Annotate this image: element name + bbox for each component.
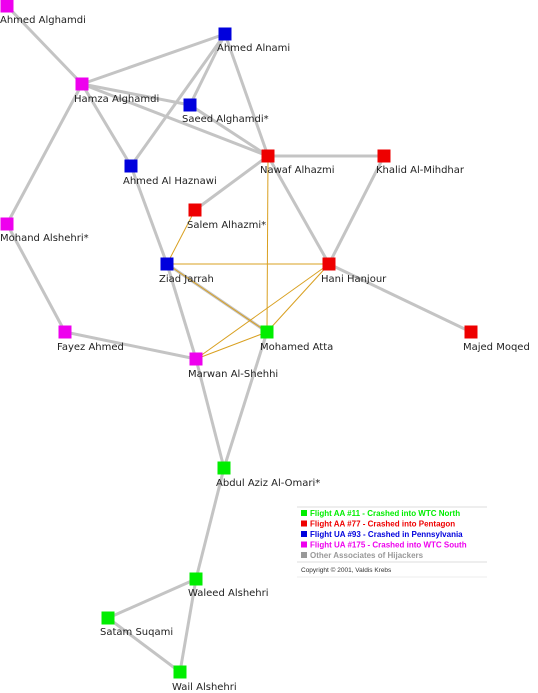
node-hamza_alghamdi[interactable] [75,77,89,91]
node-salem_alhazmi[interactable] [188,203,202,217]
legend-label-aa11: Flight AA #11 - Crashed into WTC North [310,509,460,518]
node-label-abdul_aziz_alomari: Abdul Aziz Al-Omari* [216,478,320,489]
link-ahmed_alhaznawi-ziad_jarrah [129,165,169,265]
node-label-marwan_alshehhi: Marwan Al-Shehhi [188,369,278,380]
link-marwan_alshehhi-abdul_aziz_alomari [194,358,226,469]
legend-swatch-associate [301,552,307,558]
node-ahmed_alnami[interactable] [218,27,232,41]
legend-swatch-aa11 [301,510,307,516]
node-nawaf_alhazmi[interactable] [261,149,275,163]
nodes-layer [0,0,478,679]
node-fayez_ahmed[interactable] [58,325,72,339]
link-abdul_aziz_alomari-waleed_alshehri [194,467,226,580]
node-label-wail_alshehri: Wail Alshehri [172,682,237,693]
node-label-mohand_alshehri: Mohand Alshehri* [0,233,89,244]
strong-link-nawaf_alhazmi-mohamed_atta [266,155,269,333]
node-label-ziad_jarrah: Ziad Jarrah [159,274,214,285]
node-label-ahmed_alhaznawi: Ahmed Al Haznawi [123,176,217,187]
node-ahmed_alhaznawi[interactable] [124,159,138,173]
node-majed_moqed[interactable] [464,325,478,339]
node-label-hani_hanjour: Hani Hanjour [321,274,387,285]
edges-layer [5,4,472,674]
link-waleed_alshehri-satam_suqami [107,577,197,620]
legend-label-associate: Other Associates of Hijackers [310,551,424,560]
legend-swatch-aa77 [301,520,307,527]
link-nawaf_alhazmi-hani_hanjour [266,155,331,265]
node-label-hamza_alghamdi: Hamza Alghamdi [74,94,159,105]
node-abdul_aziz_alomari[interactable] [217,461,231,475]
link-hamza_alghamdi-nawaf_alhazmi [81,82,269,158]
link-hamza_alghamdi-ahmed_alhaznawi [80,83,133,167]
link-satam_suqami-wail_alshehri [107,616,181,674]
link-ahmed_alnami-nawaf_alhazmi [223,33,270,157]
link-fayez_ahmed-marwan_alshehhi [64,330,197,361]
node-label-salem_alhazmi: Salem Alhazmi* [187,220,266,231]
link-hani_hanjour-majed_moqed [328,262,472,334]
legend-label-ua175: Flight UA #175 - Crashed into WTC South [310,541,467,550]
legend-swatch-ua175 [301,541,307,548]
node-hani_hanjour[interactable] [322,257,336,271]
node-mohamed_atta[interactable] [260,325,274,339]
link-khalid_almihdhar-hani_hanjour [327,155,386,265]
node-label-saeed_alghamdi: Saeed Alghamdi* [182,114,269,125]
node-label-mohamed_atta: Mohamed Atta [260,342,333,353]
legend-label-aa77: Flight AA #77 - Crashed into Pentagon [310,520,455,529]
node-waleed_alshehri[interactable] [189,572,203,586]
link-hamza_alghamdi-ahmed_alnami [81,32,226,86]
link-ahmed_alnami-ahmed_alhaznawi [129,33,227,167]
strong-link-hani_hanjour-mohamed_atta [266,263,330,333]
link-ziad_jarrah-marwan_alshehhi [165,263,198,360]
node-ziad_jarrah[interactable] [160,257,174,271]
node-label-ahmed_alghamdi: Ahmed Alghamdi [0,15,86,26]
node-label-nawaf_alhazmi: Nawaf Alhazmi [260,165,334,176]
node-marwan_alshehhi[interactable] [189,352,203,366]
strong-link-hani_hanjour-marwan_alshehhi [195,263,330,360]
link-mohamed_atta-abdul_aziz_alomari [222,331,269,469]
legend-copyright: Copyright © 2001, Valdis Krebs [301,566,392,574]
legend-swatch-ua93 [301,531,307,537]
link-ahmed_alnami-saeed_alghamdi [188,33,227,106]
link-nawaf_alhazmi-salem_alhazmi [194,154,269,212]
link-hamza_alghamdi-saeed_alghamdi [81,82,191,107]
node-label-satam_suqami: Satam Suqami [100,627,173,638]
node-ahmed_alghamdi[interactable] [0,0,14,13]
node-label-waleed_alshehri: Waleed Alshehri [188,588,269,599]
node-label-ahmed_alnami: Ahmed Alnami [217,43,290,54]
link-waleed_alshehri-wail_alshehri [178,578,198,673]
link-ahmed_alghamdi-hamza_alghamdi [5,4,84,86]
node-khalid_almihdhar[interactable] [377,149,391,163]
strong-link-ziad_jarrah-salem_alhazmi [166,209,196,265]
legend-items: Flight AA #11 - Crashed into WTC NorthFl… [301,509,467,560]
node-label-fayez_ahmed: Fayez Ahmed [57,342,124,353]
node-satam_suqami[interactable] [101,611,115,625]
legend-label-ua93: Flight UA #93 - Crashed in Pennsylvania [310,530,463,539]
link-hamza_alghamdi-mohand_alshehri [5,83,84,225]
node-mohand_alshehri[interactable] [0,217,14,231]
link-mohand_alshehri-fayez_ahmed [5,223,67,333]
node-saeed_alghamdi[interactable] [183,98,197,112]
legend: Flight AA #11 - Crashed into WTC NorthFl… [297,506,487,578]
node-label-khalid_almihdhar: Khalid Al-Mihdhar [376,165,465,176]
strong-link-mohamed_atta-marwan_alshehhi [195,331,268,360]
node-wail_alshehri[interactable] [173,665,187,679]
node-label-majed_moqed: Majed Moqed [463,342,530,353]
link-saeed_alghamdi-nawaf_alhazmi [189,103,269,158]
